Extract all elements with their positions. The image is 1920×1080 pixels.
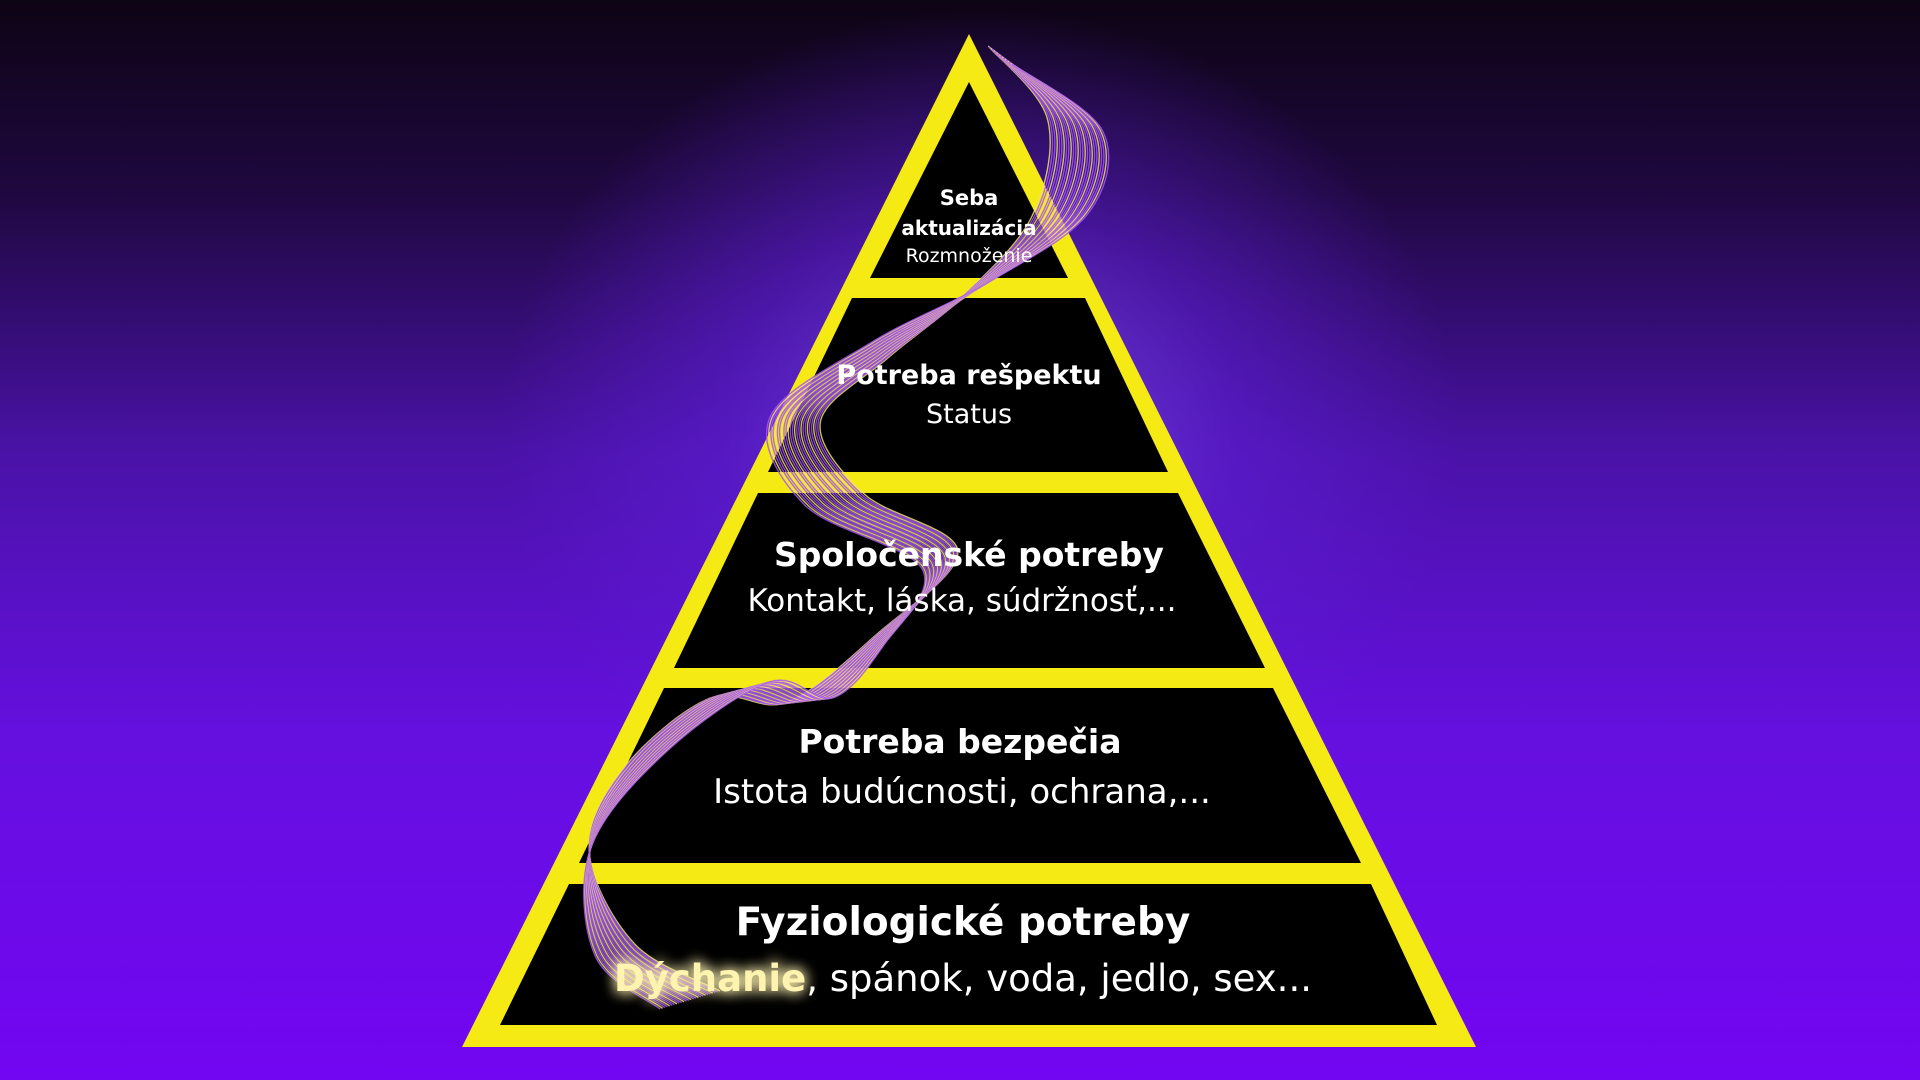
tier-2-title: Potreba rešpektu [836, 360, 1101, 391]
tier-5-subtitle: Dýchanie, spánok, voda, jedlo, sex... [614, 957, 1312, 1000]
tier-5-shape [500, 884, 1437, 1025]
tier-1-subtitle: Rozmnoženie [906, 245, 1033, 267]
tier-1-title-line1: Seba [940, 186, 999, 210]
tier-5-subtitle-highlight: Dýchanie [614, 957, 806, 1000]
tier-2-subtitle: Status [926, 399, 1012, 430]
tier-3-shape [674, 493, 1265, 668]
tier-1-shape [870, 82, 1068, 278]
tier-4-shape [579, 688, 1361, 863]
tier-4-subtitle: Istota budúcnosti, ochrana,... [713, 772, 1211, 812]
tier-3-title: Spoločenské potreby [774, 535, 1164, 574]
wave-ribbon-decoration [583, 45, 1110, 1010]
tier-1-title-line2: aktualizácia [901, 216, 1036, 240]
tier-3-subtitle: Kontakt, láska, súdržnosť,... [747, 583, 1176, 619]
tier-5-title: Fyziologické potreby [736, 900, 1191, 945]
tier-2-shape [768, 298, 1168, 472]
tier-4-title: Potreba bezpečia [798, 722, 1121, 761]
tier-5-subtitle-rest: , spánok, voda, jedlo, sex... [806, 957, 1312, 1000]
wave-line [583, 63, 1110, 1010]
